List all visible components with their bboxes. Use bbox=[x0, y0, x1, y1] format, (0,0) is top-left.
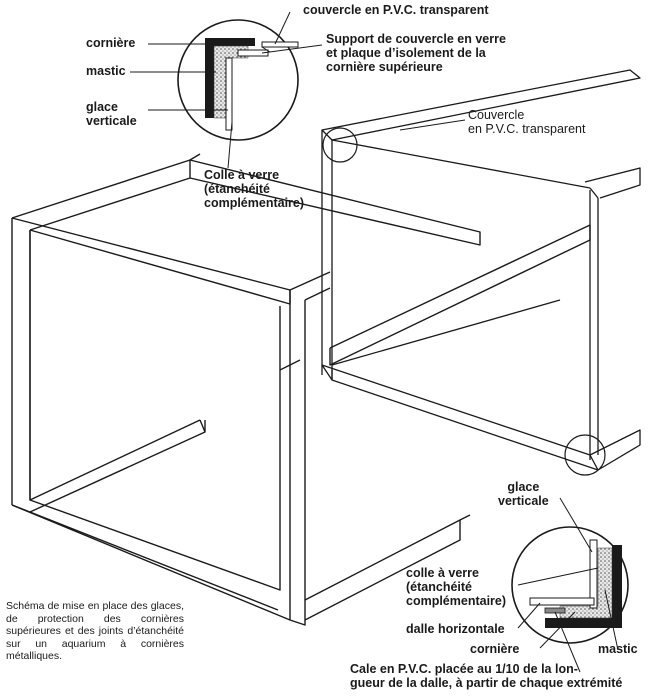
label-mastic-top: mastic bbox=[86, 64, 126, 78]
label-dalle-horizontale: dalle horizontale bbox=[406, 622, 505, 636]
figure-caption: Schéma de mise en place des glaces, de p… bbox=[6, 600, 184, 662]
right-aquarium-tank bbox=[321, 69, 641, 471]
label-colle-bottom: colle à verre (étanchéité complémentaire… bbox=[406, 566, 507, 608]
label-support-couvercle: Support de couvercle en verre et plaque … bbox=[326, 32, 506, 74]
label-couvercle-top: couvercle en P.V.C. transparent bbox=[303, 3, 489, 17]
label-glace-verticale-bottom: glace verticale bbox=[498, 480, 549, 508]
base-corner-marker bbox=[564, 434, 606, 476]
lid-corner-marker bbox=[322, 127, 358, 163]
label-corniere-bottom: cornière bbox=[470, 642, 520, 656]
label-glace-verticale-top: glace verticale bbox=[86, 100, 137, 128]
label-mastic-bottom: mastic bbox=[598, 642, 638, 656]
label-corniere-top: cornière bbox=[86, 36, 136, 50]
bottom-corner-detail bbox=[511, 526, 629, 644]
top-corner-detail bbox=[177, 19, 299, 141]
leader-lines bbox=[130, 11, 619, 673]
left-aquarium-frame bbox=[11, 153, 591, 626]
label-couvercle-mid: Couvercle en P.V.C. transparent bbox=[468, 108, 586, 136]
label-colle-top: Colle à verre (étanchéité complémentaire… bbox=[204, 168, 305, 210]
label-cale: Cale en P.V.C. placée au 1/10 de la lon-… bbox=[350, 662, 623, 690]
